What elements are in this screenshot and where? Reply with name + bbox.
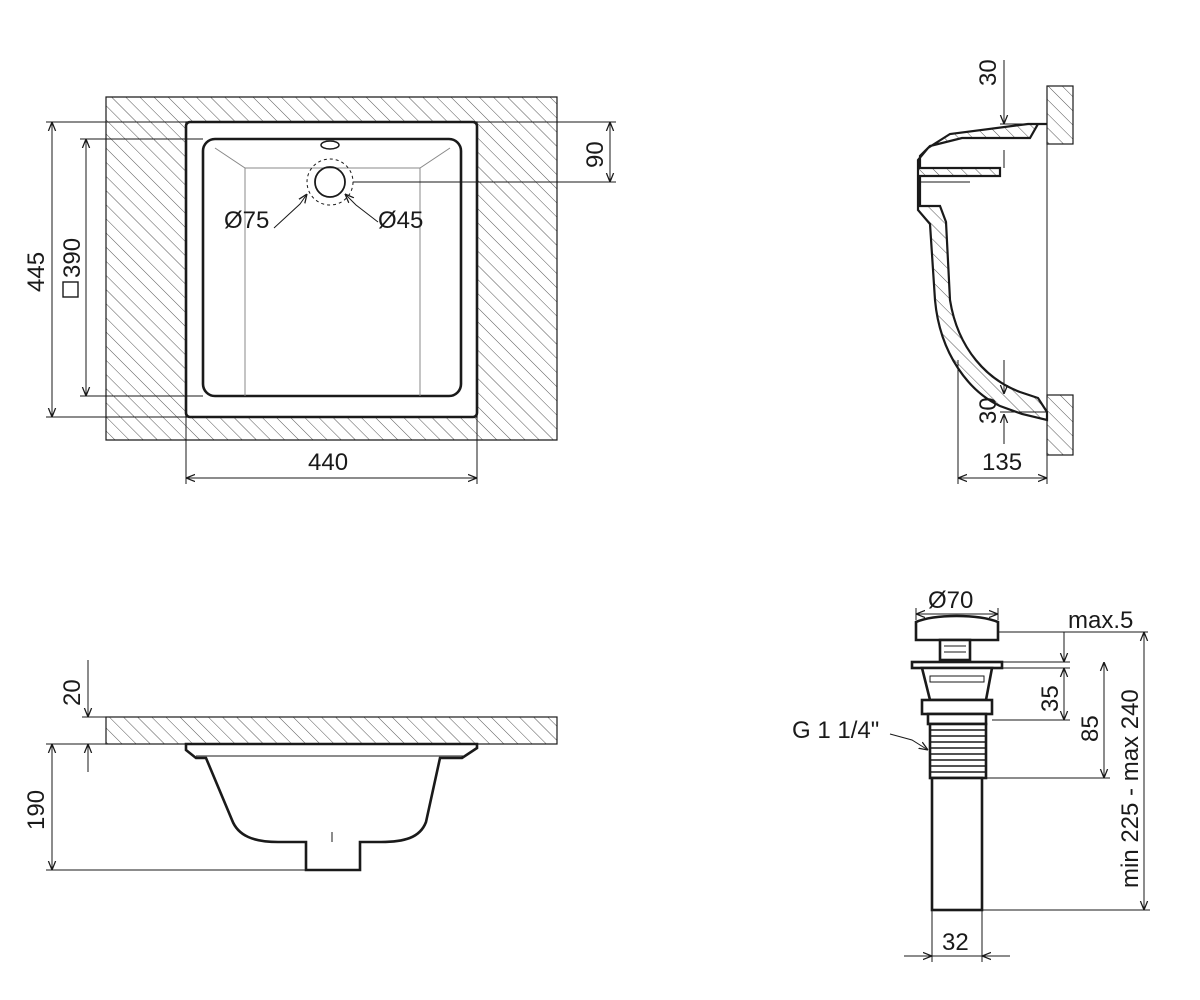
drain-nut [920,698,994,716]
drain-fitting-view: Ø70 max.5 35 85 min 225 - max 240 G 1 1/… [792,587,1150,962]
overflow-slot [320,140,340,150]
total-length-label: min 225 - max 240 [1117,689,1144,888]
basin-profile [916,122,1049,422]
side-section-view: 30 30 135 [916,59,1074,484]
wall-top-hatch [1046,85,1074,145]
drain-cap-stem [938,638,972,662]
drain-outer-label: Ø75 [224,207,269,234]
drain-pipe [930,776,984,912]
basin-front-body [184,742,479,872]
square-symbol-icon [62,281,79,298]
drain-thread [928,722,988,780]
rim-top-label: 30 [975,59,1002,86]
body-height-label: 85 [1077,715,1104,742]
drain-cap [914,614,1000,642]
cap-diameter-label: Ø70 [928,587,973,614]
pipe-diameter-label: 32 [942,929,969,956]
front-height-label: 190 [23,790,50,830]
basin-bowl [201,137,463,398]
drain-inner-label: Ø45 [378,207,423,234]
cap-height-label: 35 [1037,685,1064,712]
rim-bottom-label: 30 [975,397,1002,424]
drain-body [920,666,994,702]
inner-square-label: 390 [59,238,86,278]
front-view: 20 190 [23,660,558,872]
top-thickness-label: 20 [59,679,86,706]
depth-label: 445 [23,252,50,292]
side-depth-label: 135 [982,449,1022,476]
drain-inner [314,166,346,198]
plan-view: Ø75 Ø45 445 390 440 90 [23,96,616,484]
thread-label: G 1 1/4" [792,717,879,744]
countertop-section [105,716,558,745]
wall-bottom-hatch [1046,394,1074,456]
max-gap-label: max.5 [1068,607,1133,634]
width-label: 440 [308,449,348,476]
drain-offset-label: 90 [582,141,609,168]
